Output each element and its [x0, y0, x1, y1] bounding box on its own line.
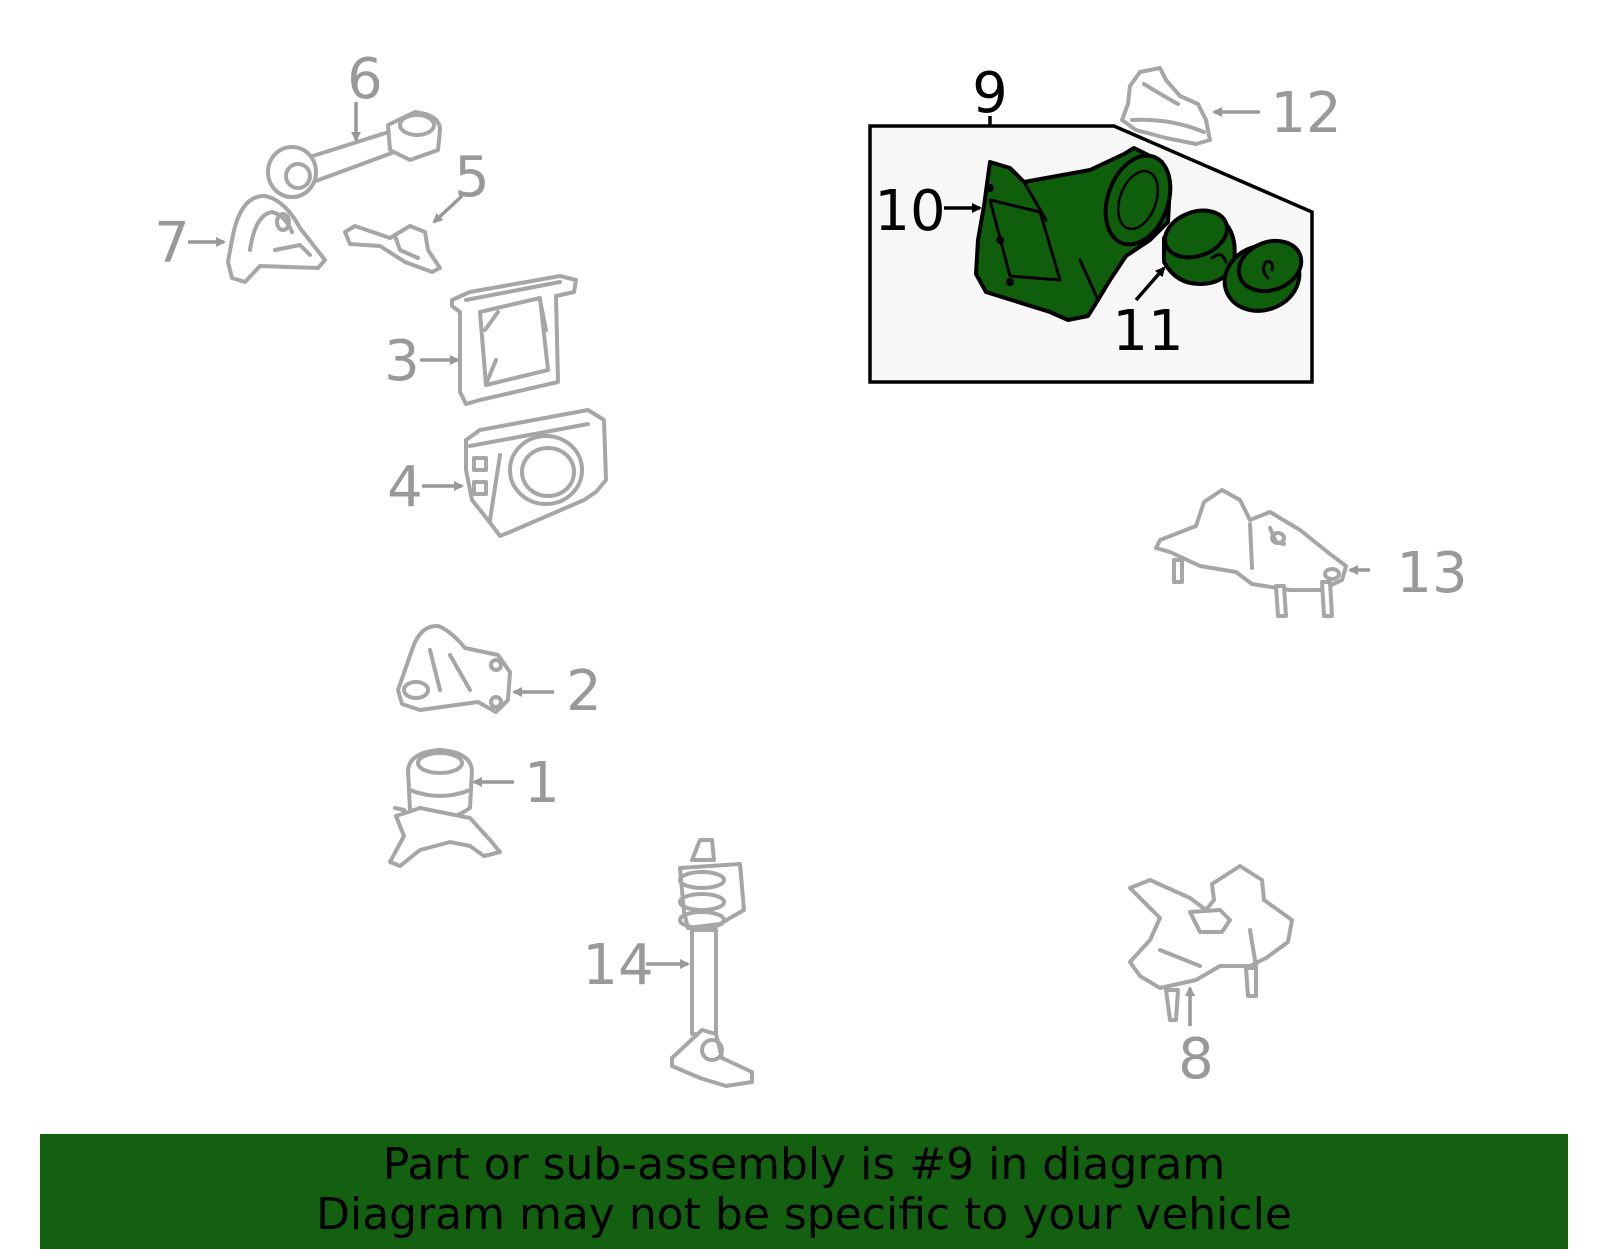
part-5-small-bracket[interactable] — [343, 224, 442, 274]
callout-6: 6 — [347, 47, 383, 112]
banner-line-2: Diagram may not be specific to your vehi… — [316, 1189, 1292, 1240]
part-6-torque-rod[interactable] — [266, 110, 442, 199]
part-14-damper[interactable] — [670, 838, 754, 1088]
part-7-bracket[interactable] — [226, 193, 327, 284]
part-12-cover[interactable] — [1120, 66, 1212, 146]
callout-2: 2 — [566, 659, 602, 724]
part-2-bracket[interactable] — [396, 623, 512, 714]
callout-7: 7 — [154, 211, 190, 276]
callout-12: 12 — [1270, 81, 1341, 146]
callout-8: 8 — [1178, 1027, 1214, 1092]
notice-banner: Part or sub-assembly is #9 in diagram Di… — [40, 1134, 1568, 1249]
part-4-mount-housing[interactable] — [464, 408, 608, 538]
callout-9: 9 — [972, 61, 1008, 126]
callout-14: 14 — [582, 933, 653, 998]
callout-10: 10 — [874, 179, 945, 244]
part-10-housing[interactable] — [974, 146, 1182, 322]
part-9-washer[interactable] — [1215, 233, 1308, 322]
callout-labels: 6 5 7 3 4 2 1 14 8 13 12 9 10 11 — [154, 47, 1467, 1092]
callout-3: 3 — [384, 329, 420, 394]
callout-5: 5 — [454, 145, 490, 210]
part-3-frame-bracket[interactable] — [450, 274, 578, 406]
part-13-mount[interactable] — [1154, 488, 1348, 618]
callout-4: 4 — [387, 455, 423, 520]
part-1-engine-mount[interactable] — [388, 748, 502, 868]
part-8-mount[interactable] — [1128, 864, 1294, 1022]
leader-lines — [188, 102, 1370, 1026]
callout-1: 1 — [524, 751, 560, 816]
callout-13: 13 — [1396, 541, 1467, 606]
banner-line-1: Part or sub-assembly is #9 in diagram — [382, 1139, 1226, 1190]
callout-11: 11 — [1112, 299, 1183, 364]
